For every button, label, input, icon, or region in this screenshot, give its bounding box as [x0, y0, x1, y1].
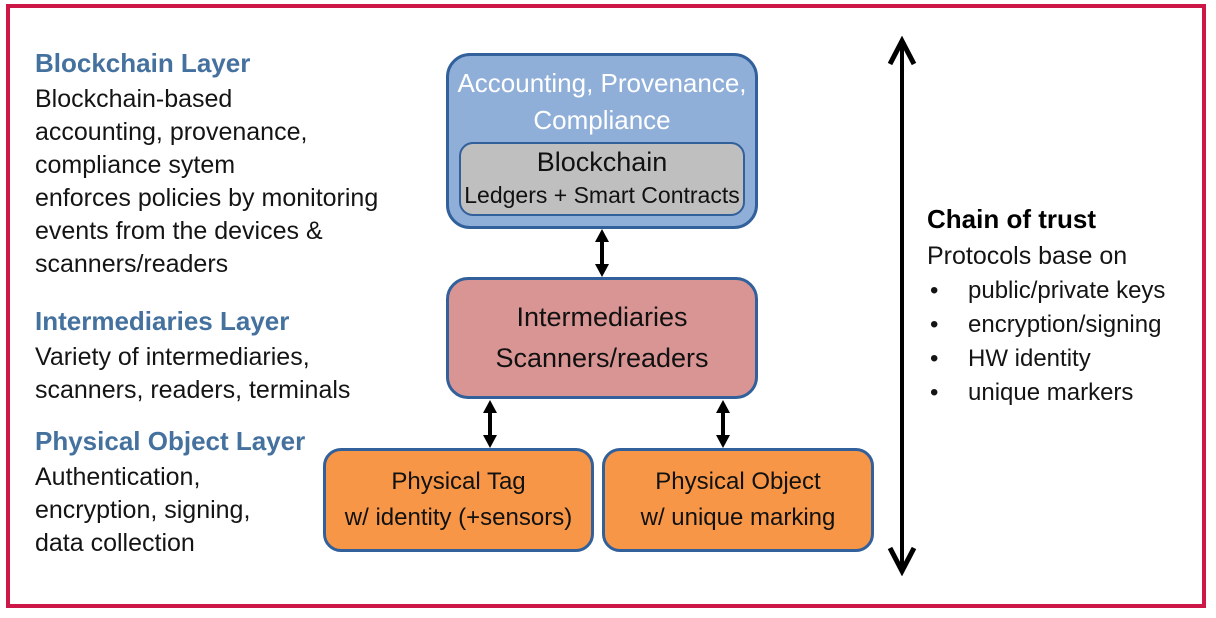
description-line: data collection	[35, 529, 195, 557]
physical-tag-box-line2: w/ identity (+sensors)	[344, 504, 573, 531]
blockchain-inner-subtitle: Ledgers + Smart Contracts	[464, 182, 740, 208]
blockchain-layer-heading: Blockchain Layer	[35, 48, 251, 78]
chain-of-trust-bullet: • public/private keys	[927, 274, 1199, 308]
physical-object-layer-heading: Physical Object Layer	[35, 426, 306, 456]
bullet-text: unique markers	[968, 379, 1134, 406]
physical-object-box-line1: Physical Object	[655, 468, 821, 495]
blockchain-inner-box: Blockchain Ledgers + Smart Contracts	[459, 142, 745, 216]
description-line: enforces policies by monitoring	[35, 184, 379, 212]
chain-of-trust-bullet: • unique markers	[927, 376, 1199, 410]
bullet-icon: •	[930, 379, 939, 406]
intermediaries-box: Intermediaries Scanners/readers	[446, 277, 758, 399]
description-line: accounting, provenance,	[35, 118, 308, 146]
physical-tag-box: Physical Tag w/ identity (+sensors)	[323, 448, 594, 552]
chain-of-trust-panel: Chain of trust Protocols base on • publi…	[927, 201, 1199, 410]
description-line: scanners/readers	[35, 250, 229, 278]
accounting-provenance-title-line1: Accounting, Provenance,	[457, 68, 747, 98]
double-arrow-intermediaries-object-icon	[716, 400, 730, 448]
bullet-text: public/private keys	[968, 277, 1166, 304]
bullet-text: encryption/signing	[968, 311, 1162, 338]
intermediaries-box-line2: Scanners/readers	[495, 343, 709, 373]
description-line: scanners, readers, terminals	[35, 376, 351, 404]
description-line: events from the devices &	[35, 217, 323, 245]
bullet-icon: •	[930, 345, 939, 372]
chain-of-trust-bullet: • HW identity	[927, 342, 1199, 376]
physical-object-box-line2: w/ unique marking	[640, 504, 836, 531]
bullet-text: HW identity	[968, 345, 1091, 372]
intermediaries-box-line1: Intermediaries	[516, 302, 688, 332]
chain-of-trust-heading: Chain of trust	[927, 204, 1096, 234]
physical-object-box: Physical Object w/ unique marking	[602, 448, 874, 552]
chain-of-trust-subheading: Protocols base on	[927, 242, 1128, 270]
description-line: Authentication,	[35, 463, 201, 491]
slide-border	[6, 4, 1206, 608]
description-line: encryption, signing,	[35, 496, 251, 524]
chain-of-trust-double-arrow-icon	[887, 36, 917, 576]
accounting-provenance-title-line2: Compliance	[533, 105, 671, 135]
bullet-icon: •	[930, 311, 939, 338]
intermediaries-layer-description: Intermediaries Layer Variety of intermed…	[35, 303, 440, 407]
bullet-icon: •	[930, 277, 939, 304]
description-line: compliance sytem	[35, 151, 236, 179]
physical-object-layer-description: Physical Object Layer Authentication, en…	[35, 423, 440, 560]
double-arrow-intermediaries-tag-icon	[483, 400, 497, 448]
chain-of-trust-bullet: • encryption/signing	[927, 308, 1199, 342]
physical-tag-box-line1: Physical Tag	[391, 468, 526, 495]
blockchain-inner-title: Blockchain	[536, 147, 668, 177]
description-line: Blockchain-based	[35, 85, 233, 113]
blockchain-layer-description: Blockchain Layer Blockchain-based accoun…	[35, 45, 440, 281]
description-line: Variety of intermediaries,	[35, 343, 310, 371]
blockchain-layer-box: Accounting, Provenance, Compliance Block…	[446, 53, 758, 229]
double-arrow-blockchain-intermediaries-icon	[595, 229, 609, 277]
intermediaries-layer-heading: Intermediaries Layer	[35, 306, 290, 336]
